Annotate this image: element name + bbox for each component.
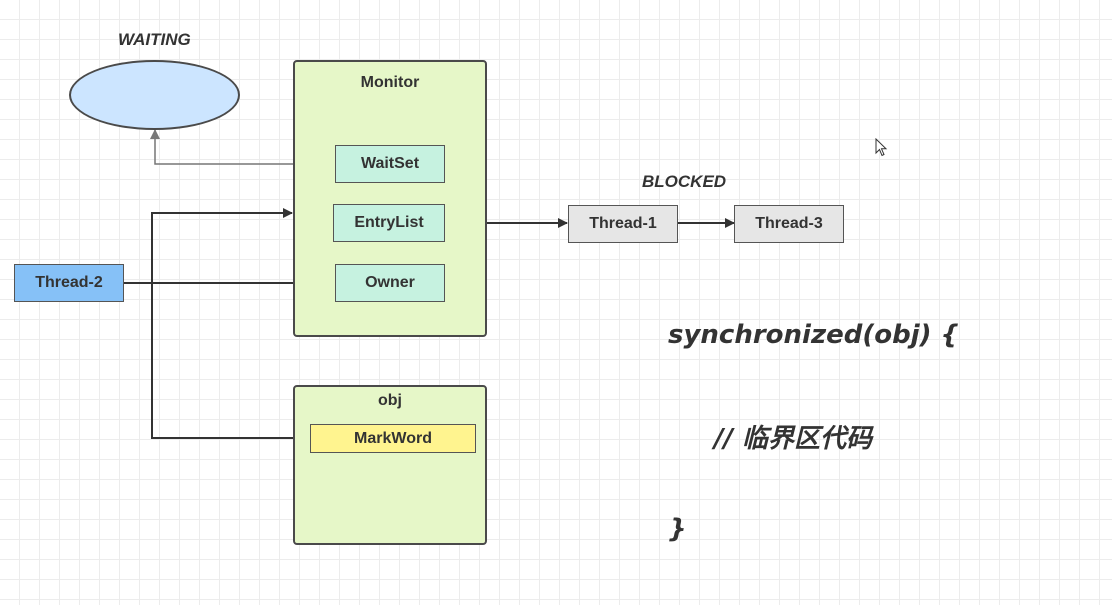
- code-line-comment: // 临界区代码: [714, 424, 873, 454]
- waitset-node[interactable]: WaitSet: [335, 145, 445, 183]
- waiting-ellipse[interactable]: [69, 60, 240, 130]
- obj-container[interactable]: obj: [293, 385, 487, 545]
- waitset-to-waiting-arrow: [150, 129, 335, 165]
- owner-node[interactable]: Owner: [335, 264, 445, 302]
- monitor-title: Monitor: [360, 74, 420, 91]
- entrylist-node[interactable]: EntryList: [333, 204, 445, 242]
- mouse-cursor-icon: [875, 138, 888, 157]
- markword-to-monitor-arrow: [151, 208, 311, 439]
- thread-3-node[interactable]: Thread-3: [734, 205, 844, 243]
- code-line-synchronized: synchronized(obj) {: [668, 320, 960, 350]
- thread-1-node[interactable]: Thread-1: [568, 205, 678, 243]
- obj-title: obj: [378, 392, 402, 409]
- thread-2-node[interactable]: Thread-2: [14, 264, 124, 302]
- code-line-closing-brace: }: [668, 514, 687, 544]
- waiting-label: WAITING: [118, 30, 191, 49]
- blocked-label: BLOCKED: [642, 172, 727, 191]
- markword-node[interactable]: MarkWord: [310, 424, 476, 453]
